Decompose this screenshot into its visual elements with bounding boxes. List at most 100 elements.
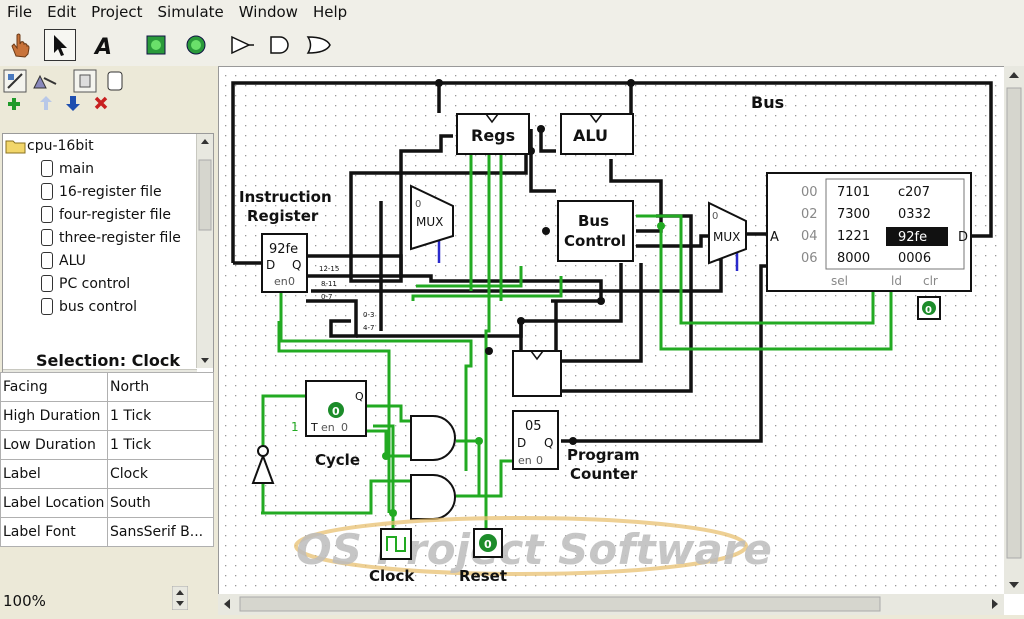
ram-word: 0006 (898, 251, 931, 266)
attribute-key: Low Duration (0, 430, 108, 460)
ram-d: D (958, 230, 968, 245)
menu-bar: File Edit Project Simulate Window Help (0, 0, 1024, 24)
menu-window[interactable]: Window (238, 3, 298, 21)
edit-layout-icon[interactable] (73, 69, 97, 93)
attribute-key: Label Location (0, 488, 108, 518)
canvas-horizontal-scrollbar[interactable] (218, 594, 1004, 615)
attribute-value[interactable]: 1 Tick (107, 401, 214, 431)
mux-2[interactable]: MUX 0 (708, 201, 747, 265)
regs-component[interactable]: Regs (456, 113, 530, 155)
bus-control-component[interactable]: Bus Control (557, 200, 634, 262)
not-gate[interactable] (251, 445, 275, 484)
tree-root[interactable]: cpu-16bit (5, 134, 94, 157)
and-gate-1[interactable] (410, 415, 456, 461)
menu-simulate[interactable]: Simulate (157, 3, 224, 21)
poke-tool-icon[interactable] (4, 29, 36, 61)
clear-pin-value: 0 (925, 305, 932, 316)
cycle-counter[interactable]: 0 Q T en 0 (305, 380, 367, 437)
attribute-value[interactable]: Clock (107, 459, 214, 489)
attribute-key: Label (0, 459, 108, 489)
attribute-key: High Duration (0, 401, 108, 431)
input-pin-icon[interactable] (140, 29, 172, 61)
clear-pin[interactable]: 0 (917, 296, 941, 320)
explorer-toolbar (0, 66, 216, 130)
add-circuit-icon[interactable] (8, 98, 20, 110)
hierarchy-view-icon[interactable] (33, 74, 57, 89)
menu-edit[interactable]: Edit (47, 3, 77, 21)
split-label: 4-7 (363, 324, 374, 332)
ram-component[interactable]: 00 02 04 06 7101 7300 1221 8000 c207 033… (766, 172, 972, 292)
menu-help[interactable]: Help (312, 3, 348, 21)
attribute-value[interactable]: South (107, 488, 214, 518)
tree-item-main[interactable]: main (41, 157, 94, 180)
ram-ld: ld (891, 274, 902, 288)
and-gate-2[interactable] (410, 474, 456, 520)
and-gate-icon[interactable] (264, 29, 296, 61)
ram-word: c207 (898, 185, 930, 200)
canvas-vertical-scrollbar[interactable] (1004, 66, 1024, 594)
text-tool-icon[interactable]: A (88, 29, 120, 61)
buffer-gate-icon[interactable] (226, 29, 258, 61)
ram-sel: sel (831, 274, 848, 288)
zoom-spinner[interactable] (171, 585, 189, 611)
move-down-icon[interactable] (66, 96, 80, 111)
main-toolbar: A (0, 24, 1024, 66)
circuit-icon (41, 275, 53, 292)
select-tool-icon[interactable] (44, 29, 76, 61)
regs-label: Regs (471, 126, 515, 145)
menu-file[interactable]: File (7, 3, 33, 21)
tree-item-bus-control[interactable]: bus control (41, 295, 137, 318)
circuit-canvas[interactable]: Bus Regs ALU Instruction Register 92fe D… (218, 66, 1024, 615)
zoom-level: 100% (3, 592, 46, 610)
folder-icon (5, 140, 26, 153)
ram-addr: 00 (801, 185, 818, 200)
cycle-constant: 1 (291, 420, 299, 434)
tree-item-16-register-file[interactable]: 16-register file (41, 180, 162, 203)
reset-pin[interactable]: 0 (473, 528, 503, 558)
tree-item-alu[interactable]: ALU (41, 249, 86, 272)
attribute-value[interactable]: North (107, 372, 214, 402)
edit-appearance-icon[interactable] (107, 71, 123, 91)
move-up-icon[interactable] (40, 96, 52, 110)
tree-vertical-scrollbar[interactable] (196, 134, 213, 368)
alu-component[interactable]: ALU (560, 113, 634, 155)
ram-word: 7300 (837, 207, 870, 222)
pc-input-register[interactable] (512, 350, 562, 397)
circuit-icon (41, 229, 53, 246)
instruction-register-label-2: Register (247, 207, 319, 225)
attribute-value[interactable]: 1 Tick (107, 430, 214, 460)
cycle-value: 0 (332, 405, 340, 418)
tree-item-label: 16-register file (59, 183, 162, 200)
watermark: OS Project Software (294, 516, 772, 576)
output-pin-icon[interactable] (180, 29, 212, 61)
toolbox-view-icon[interactable] (3, 69, 27, 93)
attribute-value[interactable]: SansSerif B... (107, 517, 214, 547)
tree-item-three-register-file[interactable]: three-register file (41, 226, 181, 249)
circuit-tree[interactable]: cpu-16bit main 16-register file four-reg… (2, 133, 214, 389)
tree-item-four-register-file[interactable]: four-register file (41, 203, 171, 226)
mux-1[interactable]: MUX 0 (410, 184, 454, 251)
ir-q: Q (292, 258, 301, 272)
cycle-en: en (321, 421, 335, 434)
clock-component[interactable] (380, 528, 412, 560)
or-gate-icon[interactable] (302, 29, 334, 61)
ir-d: D (266, 258, 275, 272)
menu-project[interactable]: Project (91, 3, 143, 21)
clock-label: Clock (369, 567, 415, 585)
program-counter[interactable]: 05 D Q en 0 (512, 410, 559, 470)
svg-text:A: A (93, 35, 112, 57)
tree-item-label: main (59, 160, 94, 177)
ram-addr: 04 (801, 229, 818, 244)
explorer-panel: cpu-16bit main 16-register file four-reg… (0, 66, 216, 615)
instruction-register[interactable]: 92fe D Q en 0 (261, 233, 308, 293)
tree-item-label: ALU (59, 252, 86, 269)
tree-item-label: bus control (59, 298, 138, 315)
tree-item-pc-control[interactable]: PC control (41, 272, 130, 295)
remove-circuit-icon[interactable] (94, 96, 108, 110)
